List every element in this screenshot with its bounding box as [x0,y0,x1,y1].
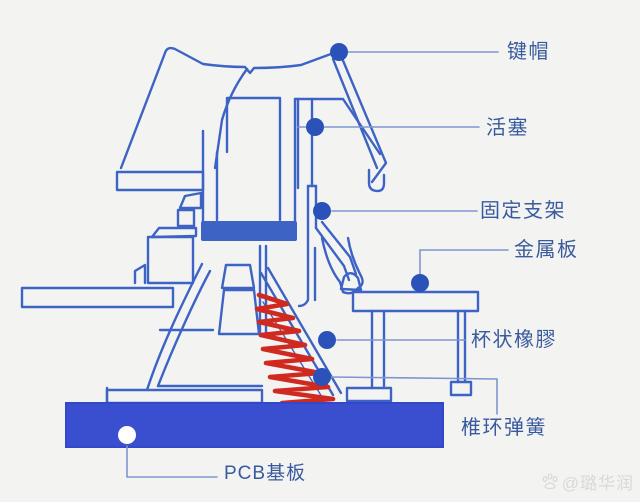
label-fixed-bracket: 固定支架 [480,200,566,222]
callout-dot-cone-ring-spring [313,368,331,386]
fixed-bracket-outline [297,168,386,308]
label-piston: 活塞 [486,117,529,139]
label-metal-plate: 金属板 [514,239,579,261]
callout-dot-fixed-bracket [313,202,331,220]
label-pcb-base: PCB基板 [224,463,307,484]
callout-dot-keycap [330,43,348,61]
callout-line-cone-ring-spring [330,376,498,415]
callout-line-pcb [126,445,218,478]
housing-outline [293,97,382,190]
metal-plate-right [351,290,480,313]
callout-line-metal-plate [419,249,509,275]
callout-dots [306,43,429,386]
cup-rubber-outline [105,244,343,405]
keycap-outline [115,46,388,285]
watermark: @璐华润 [540,469,634,494]
baidu-paw-icon [542,472,558,489]
label-keycap: 键帽 [507,41,550,63]
pcb-marker-dot [118,426,136,444]
cone-ring-spring-zigzag [254,292,336,406]
metal-plate-outline [20,286,480,404]
piston-base-bar [201,221,297,241]
metal-plate-left [20,286,175,309]
watermark-text: @璐华润 [561,474,634,493]
pcb-board [65,402,444,448]
callout-dot-metal-plate [411,274,429,292]
label-cone-ring-spring: 椎环弹簧 [461,417,547,439]
callout-lines [126,51,509,478]
callout-dot-piston [306,118,324,136]
label-cup-rubber: 杯状橡膠 [471,329,557,351]
callout-dot-cup-rubber [318,331,336,349]
piston-outline [201,96,297,241]
